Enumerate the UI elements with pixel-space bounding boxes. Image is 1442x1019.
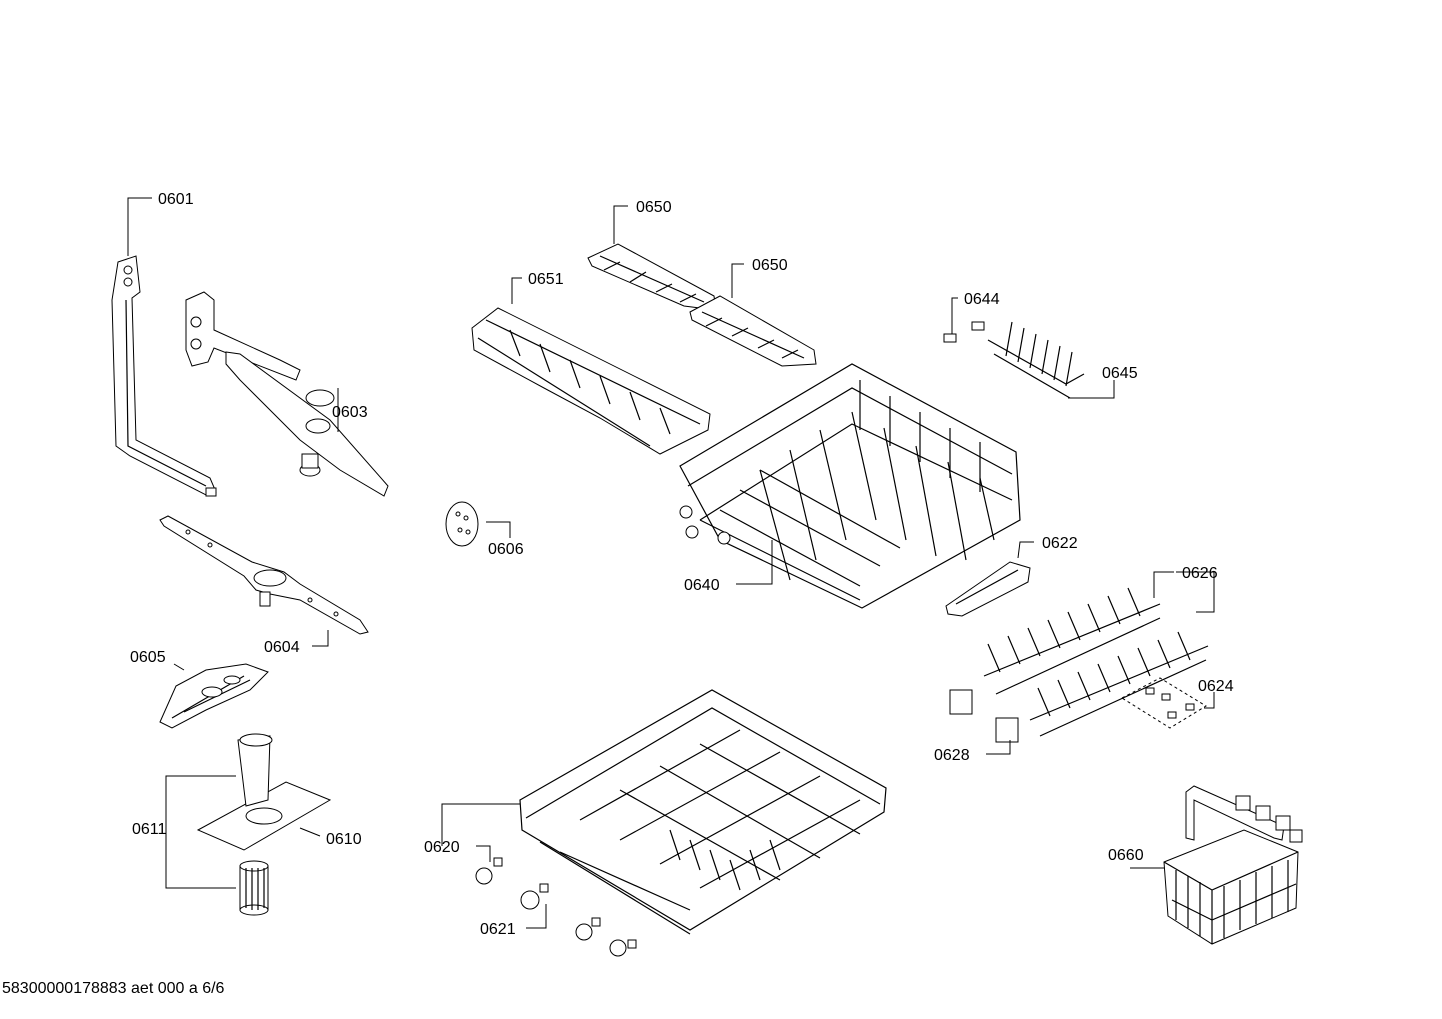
callout-0604: 0604: [264, 639, 300, 656]
leader-0601: [127, 197, 152, 256]
leader-0605: [173, 663, 185, 671]
callout-0621: 0621: [480, 921, 516, 938]
part-0650-rack-b: [689, 295, 817, 367]
callout-0606: 0606: [488, 541, 524, 558]
leader-0640: [736, 540, 773, 585]
leader-0628: [986, 740, 1011, 755]
callout-0605: 0605: [130, 649, 166, 666]
callout-0622: 0622: [1042, 535, 1078, 552]
leader-0644: [951, 297, 958, 334]
callout-0610: 0610: [326, 831, 362, 848]
part-0606-rotor: [445, 501, 479, 547]
part-0650-rack-a: [587, 243, 717, 311]
part-0610-flat-filter: [196, 733, 332, 851]
callout-0651: 0651: [528, 271, 564, 288]
leader-0651: [511, 277, 522, 304]
callout-0650b: 0650: [752, 257, 788, 274]
leader-0606: [486, 521, 511, 538]
callout-0660: 0660: [1108, 847, 1144, 864]
leader-0621: [476, 845, 547, 929]
leader-0610: [299, 827, 321, 837]
callout-0644: 0644: [964, 291, 1000, 308]
leader-0650b: [731, 263, 744, 298]
leader-0645: [1068, 380, 1115, 399]
callout-0645: 0645: [1102, 365, 1138, 382]
part-upper-spray-arm: [185, 291, 389, 497]
part-0660-cutlery-basket: [1163, 785, 1303, 945]
callout-0640: 0640: [684, 577, 720, 594]
part-0640-upper-basket: [679, 363, 1021, 609]
callout-0650a: 0650: [636, 199, 672, 216]
part-0644-clips: [943, 321, 985, 343]
leader-0620: [441, 803, 520, 846]
callout-0620: 0620: [424, 839, 460, 856]
callout-0624: 0624: [1198, 678, 1234, 695]
part-0624-clip-set: [1120, 677, 1207, 729]
leader-0624: [1204, 692, 1215, 709]
part-0651-cutlery-tray: [471, 307, 711, 455]
leader-0626: [1153, 571, 1215, 613]
part-0628-rollers: [949, 689, 1019, 743]
leader-0611: [165, 775, 236, 889]
callout-0611: 0611: [132, 821, 167, 838]
part-0622-handle: [945, 561, 1031, 617]
part-0645-cup-rack: [987, 321, 1085, 399]
leader-0622: [1017, 541, 1034, 559]
part-0621-wheels: [475, 857, 637, 957]
part-0604-lower-spray-arm: [159, 515, 369, 635]
part-0605-filter-plate: [159, 663, 269, 729]
part-0611-fine-filter: [239, 860, 269, 916]
leader-0604: [312, 630, 329, 647]
part-0601-tube: [111, 255, 217, 497]
part-0626-tine-rows: [983, 587, 1209, 737]
callout-0603: 0603: [332, 404, 368, 421]
callout-0628: 0628: [934, 747, 970, 764]
callout-0601: 0601: [158, 191, 194, 208]
callout-0626: 0626: [1182, 565, 1218, 582]
part-0620-lower-basket: [519, 689, 887, 935]
drawing-reference-number: 58300000178883 aet 000 a 6/6: [2, 980, 225, 997]
leader-0650a: [613, 205, 628, 244]
